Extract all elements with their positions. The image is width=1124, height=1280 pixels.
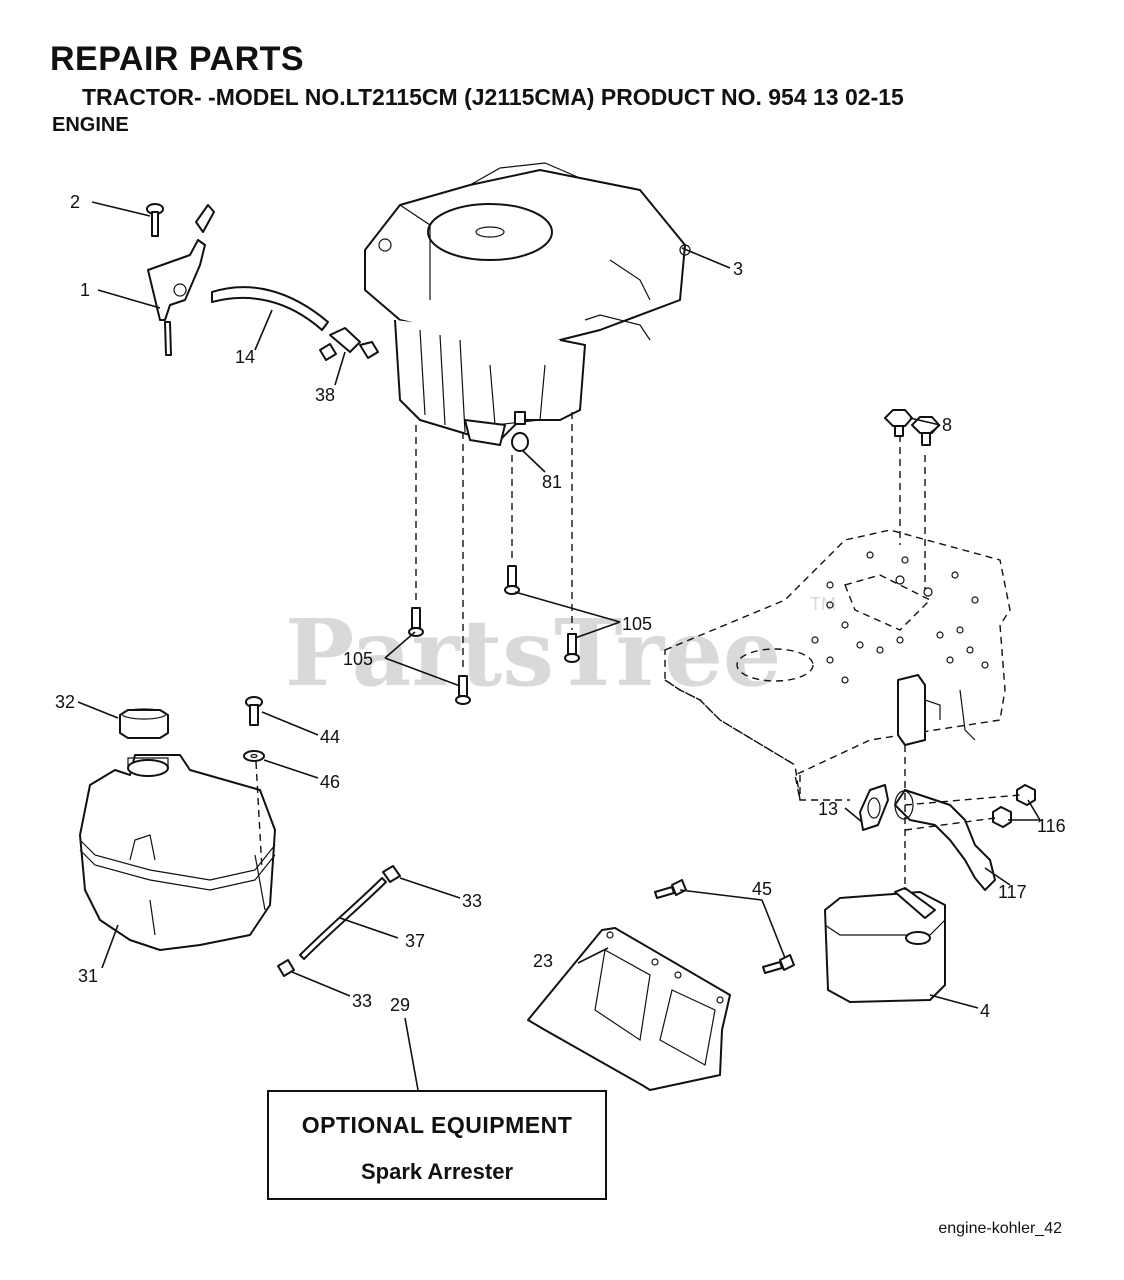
screw-part[interactable] xyxy=(146,203,164,237)
watermark-trademark: TM xyxy=(810,594,836,614)
callout-81: 81 xyxy=(542,472,562,492)
heat-shield-part[interactable] xyxy=(527,927,731,1091)
callout-14: 14 xyxy=(235,347,255,367)
page-title: REPAIR PARTS xyxy=(50,40,305,78)
callout-105-right: 105 xyxy=(622,614,652,634)
callout-33-upper: 33 xyxy=(462,891,482,911)
fuel-line-part[interactable] xyxy=(211,286,329,331)
callout-44: 44 xyxy=(320,727,340,747)
hose-clamp-part[interactable] xyxy=(277,865,401,977)
fuel-tank-part[interactable] xyxy=(79,754,276,951)
figure-reference: engine-kohler_42 xyxy=(938,1220,1062,1237)
optional-equipment-heading: OPTIONAL EQUIPMENT xyxy=(301,1112,573,1138)
exhaust-nut-part[interactable] xyxy=(992,784,1036,828)
callout-33-lower: 33 xyxy=(352,991,372,1011)
callout-32: 32 xyxy=(55,692,75,712)
callout-37: 37 xyxy=(405,931,425,951)
muffler-part[interactable] xyxy=(824,887,946,1003)
callout-23: 23 xyxy=(533,951,553,971)
washer-part[interactable] xyxy=(243,750,265,762)
callout-8: 8 xyxy=(942,415,952,435)
model-subtitle: TRACTOR- -MODEL NO.LT2115CM (J2115CMA) P… xyxy=(82,84,904,110)
throttle-bracket-part[interactable] xyxy=(147,204,215,356)
flange-bolt-part[interactable] xyxy=(884,409,940,446)
callout-31: 31 xyxy=(78,966,98,986)
callout-13: 13 xyxy=(818,799,838,819)
spark-arrester-label: Spark Arrester xyxy=(360,1159,514,1184)
optional-equipment-box: OPTIONAL EQUIPMENT Spark Arrester xyxy=(267,1090,607,1200)
fuel-filter-part[interactable] xyxy=(319,327,379,361)
callout-4: 4 xyxy=(980,1001,990,1021)
section-title: ENGINE xyxy=(52,114,129,136)
engine-part[interactable] xyxy=(364,162,691,446)
engine-bolt-part[interactable] xyxy=(408,565,580,705)
callout-117: 117 xyxy=(998,882,1027,902)
callout-45: 45 xyxy=(752,879,772,899)
callout-105-left: 105 xyxy=(343,649,373,669)
callout-2: 2 xyxy=(70,192,80,212)
callout-38: 38 xyxy=(315,385,335,405)
exhaust-pipe-part[interactable] xyxy=(894,789,996,891)
callout-3: 3 xyxy=(733,259,743,279)
frame-plate xyxy=(664,529,1011,801)
shield-screw-part[interactable] xyxy=(654,879,795,974)
callout-116: 116 xyxy=(1037,816,1066,836)
tank-screw-part[interactable] xyxy=(245,696,263,726)
exhaust-gasket-part[interactable] xyxy=(859,784,889,831)
callout-29: 29 xyxy=(390,995,410,1015)
callout-1: 1 xyxy=(80,280,90,300)
callout-46: 46 xyxy=(320,772,340,792)
fitting-part[interactable] xyxy=(511,411,529,452)
fuel-cap-part[interactable] xyxy=(119,708,169,739)
watermark-text: PartsTree xyxy=(285,599,781,707)
